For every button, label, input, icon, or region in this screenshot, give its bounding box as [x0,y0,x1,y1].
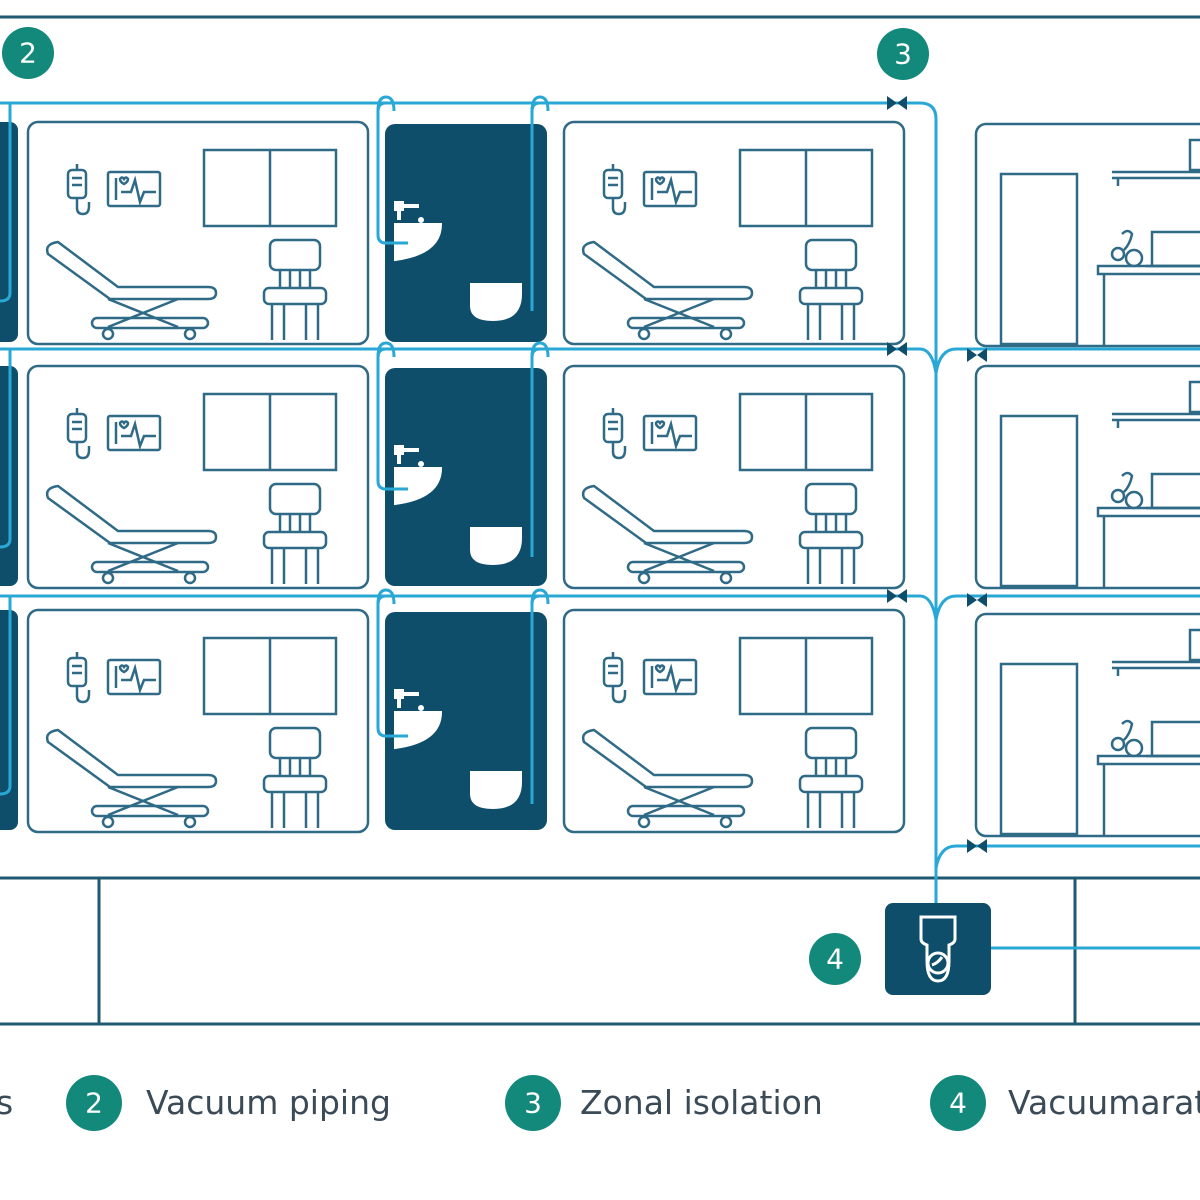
patient-room [26,364,370,590]
office-rooms [974,122,1200,838]
legend-item-3-number: 3 [524,1087,542,1120]
patient-room [562,120,906,346]
wet-room [385,612,547,830]
vacuum-piping [0,95,1200,950]
badge-4: 4 [809,933,861,985]
wet-room [385,124,547,342]
patient-rooms [26,120,906,834]
svg-text:2: 2 [19,37,37,70]
vacuum-unit [885,903,991,995]
legend-item-4-label: Vacuumarat [1008,1083,1200,1122]
legend-item-2-number: 2 [85,1087,103,1120]
legend-item-4: 4 Vacuumarat [930,1075,1200,1131]
patient-room [562,364,906,590]
legend-item-4-number: 4 [949,1087,967,1120]
wet-rooms [385,124,547,830]
badge-3: 3 [877,28,929,80]
wet-room [385,368,547,586]
callout-badges: 2 3 4 [2,27,929,985]
patient-room [562,608,906,834]
office-room [974,122,1200,348]
legend-item-2-label: Vacuum piping [146,1083,391,1122]
legend-item-3-label: Zonal isolation [580,1083,823,1122]
legend-item-2: 2 Vacuum piping [66,1075,391,1131]
svg-text:4: 4 [826,943,844,976]
legend-item-1-label: s [0,1083,13,1122]
svg-text:3: 3 [894,38,912,71]
legend: s 2 Vacuum piping 3 Zonal isolation 4 Va… [0,1075,1200,1131]
vacuum-unit-icon [919,915,957,983]
office-room [974,364,1200,590]
patient-room [26,120,370,346]
patient-room [26,608,370,834]
building-structure [0,15,1200,1026]
office-room [974,612,1200,838]
badge-2: 2 [2,27,54,79]
legend-item-3: 3 Zonal isolation [505,1075,823,1131]
